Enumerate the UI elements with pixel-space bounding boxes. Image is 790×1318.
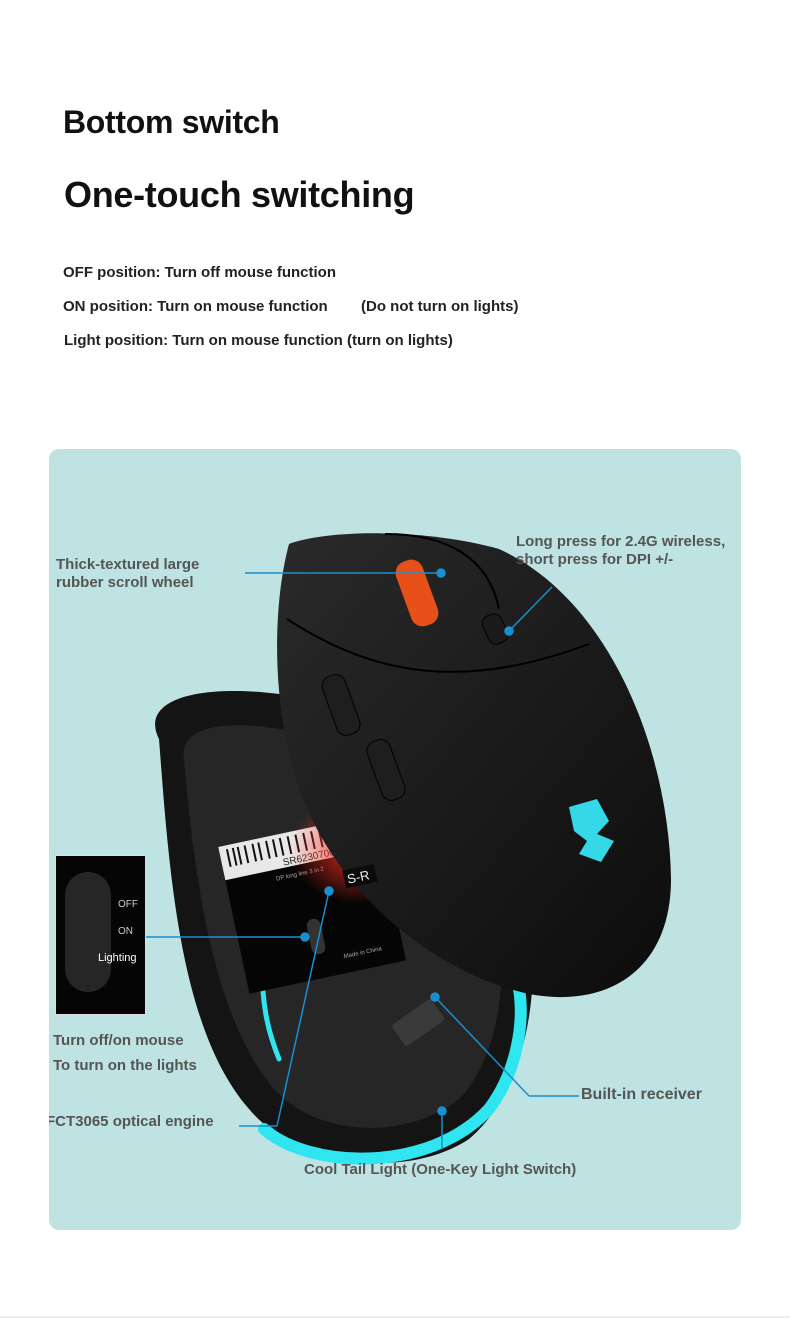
no-lights-note: (Do not turn on lights) xyxy=(361,298,519,315)
inset-on-label: ON xyxy=(118,926,133,937)
leader-lines xyxy=(145,568,579,1149)
side-button-back[interactable] xyxy=(364,737,408,803)
page-subtitle: One-touch switching xyxy=(64,174,415,215)
on-position-text: ON position: Turn on mouse function xyxy=(63,298,328,315)
scroll-wheel-callout-line1: Thick-textured large xyxy=(56,556,200,573)
switch-callout-line2: To turn on the lights xyxy=(53,1057,197,1074)
dpi-callout-line2: short press for DPI +/- xyxy=(516,551,674,568)
scroll-wheel-callout-line2: rubber scroll wheel xyxy=(56,574,194,591)
scroll-wheel-callout: Thick-textured large rubber scroll wheel xyxy=(56,556,199,592)
tail-light-callout: Cool Tail Light (One-Key Light Switch) xyxy=(304,1161,577,1178)
switch-inset: OFF ON Lighting xyxy=(55,855,146,1015)
side-button-forward[interactable] xyxy=(319,672,363,738)
brand-logo xyxy=(569,799,614,862)
inset-off-label: OFF xyxy=(118,899,138,910)
model-text: S-R xyxy=(346,867,371,886)
model-text-group: S-R xyxy=(342,863,378,889)
off-position-text: OFF position: Turn off mouse function xyxy=(63,264,337,281)
product-panel: SR62307000 DP long line 3 in 2 Made in C… xyxy=(49,449,741,1230)
mouse-illustration: SR62307000 DP long line 3 in 2 Made in C… xyxy=(145,533,671,1165)
tail-light xyxy=(258,983,527,1165)
dpi-button[interactable] xyxy=(480,611,511,647)
switch-slot xyxy=(65,872,111,992)
page-title: Bottom switch xyxy=(63,104,280,140)
scroll-wheel[interactable] xyxy=(392,556,442,629)
dpi-button-callout: Long press for 2.4G wireless, short pres… xyxy=(516,533,725,569)
switch-callout: Turn off/on mouse To turn on the lights xyxy=(53,1028,197,1078)
sensor-callout: FCT3065 optical engine xyxy=(49,1113,214,1130)
inset-lighting-label: Lighting xyxy=(98,952,137,964)
light-position-text: Light position: Turn on mouse function (… xyxy=(64,332,453,349)
dpi-callout-line1: Long press for 2.4G wireless, xyxy=(516,533,726,550)
bottom-divider xyxy=(0,1316,790,1318)
receiver-callout: Built-in receiver xyxy=(581,1086,702,1103)
usb-receiver xyxy=(392,999,445,1046)
switch-callout-line1: Turn off/on mouse xyxy=(53,1032,184,1049)
